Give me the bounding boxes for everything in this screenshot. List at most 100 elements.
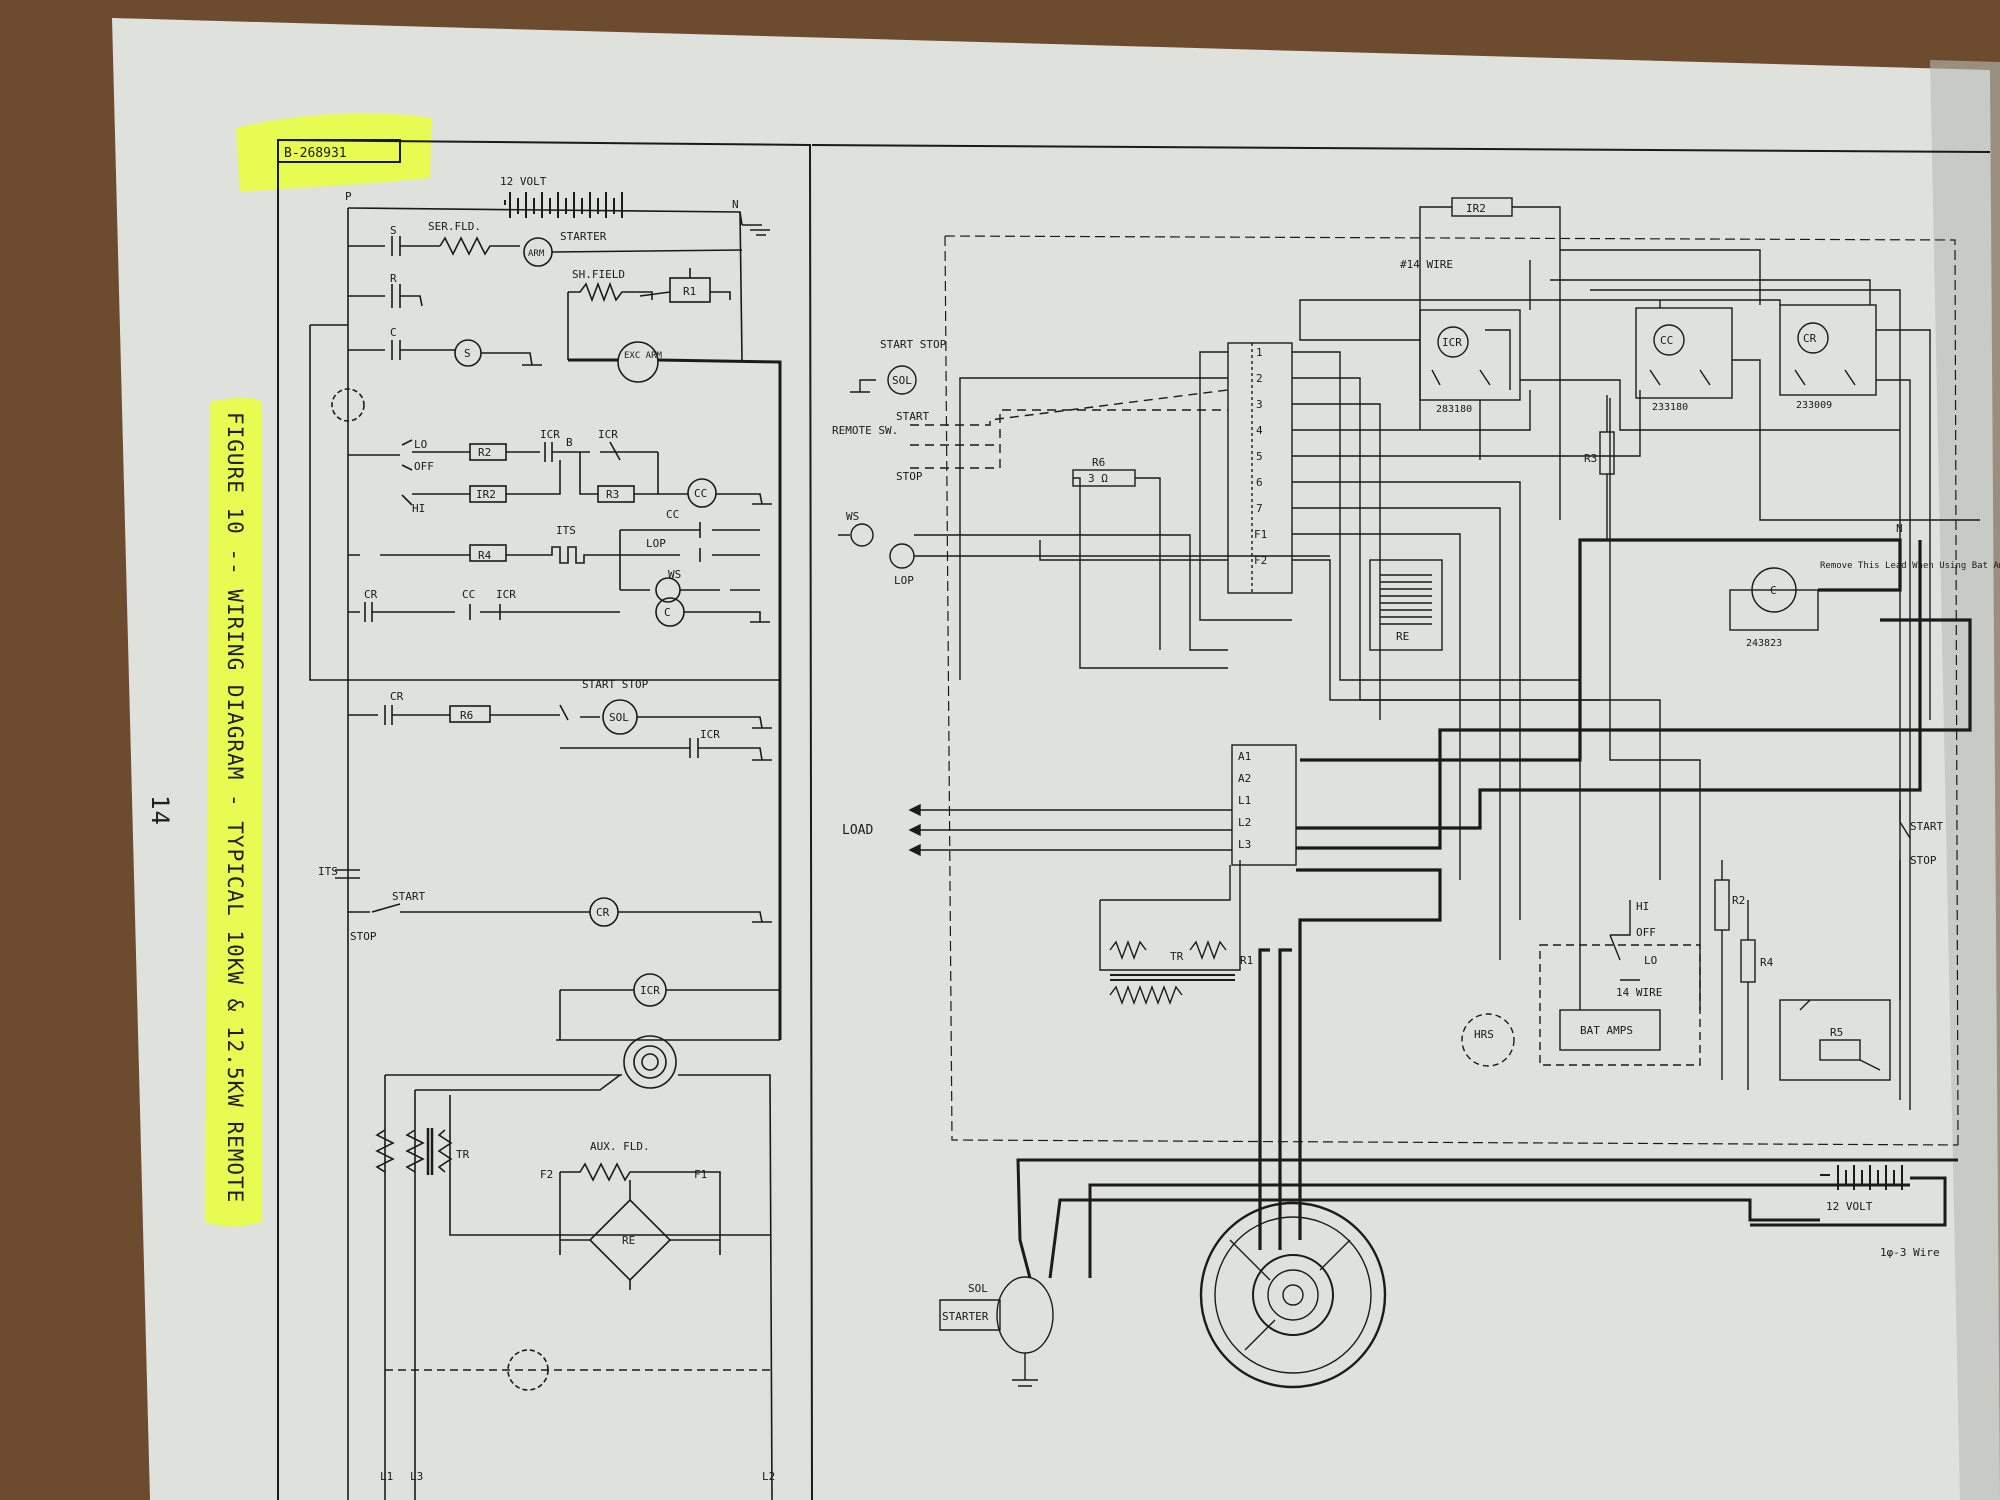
highlight-caption [205,397,262,1227]
sch-tr-label: TR [456,1148,470,1161]
sch-icr-label-2: ICR [598,428,618,441]
sch-cc-coil-label: CC [694,487,707,500]
sch-r3-label: R3 [606,488,619,501]
highlight-drawing-number [236,113,432,192]
wd-ws-label: WS [846,510,859,523]
schematic-diagram [309,192,782,1500]
wd-stop-right-label: STOP [1910,854,1937,867]
drawing-number: B-268931 [284,146,347,161]
sch-n-label: N [732,198,739,211]
wd-terminal: 2 [1256,372,1263,385]
wd-c-label: C [1770,584,1777,597]
sch-l3-label: L3 [410,1470,423,1483]
wd-part-icr: 283180 [1436,404,1472,415]
wd-cc-label: CC [1660,334,1673,347]
sch-start-label: START [392,890,425,903]
wd-off-label: OFF [1636,926,1656,939]
sch-lo-label: LO [414,438,427,451]
sch-hi-label: HI [412,502,425,515]
wd-icr-label: ICR [1442,336,1462,349]
wiring-labels: IR2 #14 WIRE START STOP SOL REMOTE SW. S… [832,202,2000,1323]
wd-r3-label: R3 [1584,452,1597,465]
wd-part-cc: 233180 [1652,402,1688,413]
sch-c-coil-label: C [664,606,671,619]
sch-icr-lower-label: ICR [700,728,720,741]
sch-battery-label: 12 VOLT [500,175,547,188]
wd-terminal: 6 [1256,476,1263,489]
wd-lop-label: LOP [894,574,914,587]
sch-stop-label: STOP [350,930,377,943]
wd-stop-label: STOP [896,470,923,483]
sch-b-label: B [566,436,573,449]
sch-cr-contact-label: CR [390,690,404,703]
sch-l1-label: L1 [380,1470,393,1483]
sch-l2-label: L2 [762,1470,775,1483]
wd-r6-label: R6 [1092,456,1105,469]
paper-sheet [112,18,2000,1500]
sch-ir2-label: IR2 [476,488,496,501]
sch-starter-label: STARTER [560,230,607,243]
wd-part-c: 243823 [1746,638,1782,649]
wd-sol-starter-label: SOL [968,1282,988,1295]
sch-f1-label: F1 [694,1168,707,1181]
wd-terminal: 5 [1256,450,1263,463]
sch-r6-label: R6 [460,709,473,722]
wd-cr-label: CR [1803,332,1817,345]
sch-off-label: OFF [414,460,434,473]
paper-shadow [1930,60,2000,1500]
sch-lop-label: LOP [646,537,666,550]
wd-start-right-label: START [1910,820,1943,833]
wd-load-terminal: A2 [1238,772,1251,785]
wd-r2-label: R2 [1732,894,1745,907]
wd-remote-sw-label: REMOTE SW. [832,424,898,437]
sch-cr-coil-label: CR [596,906,610,919]
wd-start-label: START [896,410,929,423]
sch-icr-nc-label: ICR [496,588,516,601]
wd-wire-note: 1φ-3 Wire [1880,1246,1940,1259]
sch-ser-fld-label: SER.FLD. [428,220,481,233]
wd-n-label: N [1896,522,1903,535]
sch-cc-nc-label: CC [462,588,475,601]
wd-r1-label: R1 [1240,954,1253,967]
sch-r1-label: R1 [683,285,696,298]
wd-ir2-label: IR2 [1466,202,1486,215]
wd-tr-label: TR [1170,950,1184,963]
sch-icr-coil-label: ICR [640,984,660,997]
wd-bat-amps-label: BAT AMPS [1580,1024,1633,1037]
wd-14-wire-top-label: #14 WIRE [1400,258,1453,271]
wd-start-stop-label: START STOP [880,338,947,351]
wd-terminal: F1 [1254,528,1267,541]
wd-load-terminal-board: A1 A2 L1 L2 L3 [1238,750,1251,851]
wd-sol-label: SOL [892,374,912,387]
frames [277,139,1991,1500]
schematic-labels: 12 VOLT P N S SER.FLD. STARTER ARM R SH.… [318,175,775,1483]
wd-starter-label: STARTER [942,1310,989,1323]
wd-terminal: 4 [1256,424,1263,437]
wd-load-label: LOAD [842,823,873,838]
sch-sol-label: SOL [609,711,629,724]
wd-re-label: RE [1396,630,1409,643]
sch-aux-fld-label: AUX. FLD. [590,1140,650,1153]
wd-hrs-label: HRS [1474,1028,1494,1041]
wd-part-cr: 233009 [1796,400,1832,411]
sch-its-lower-label: ITS [318,865,338,878]
sch-cc-contact-label: CC [666,508,679,521]
wd-battery-label: 12 VOLT [1826,1200,1873,1213]
sch-its-label: ITS [556,524,576,537]
wd-load-terminal: L1 [1238,794,1251,807]
wd-14-wire-bottom-label: 14 WIRE [1616,986,1662,999]
figure-caption: FIGURE 10 -- WIRING DIAGRAM - TYPICAL 10… [223,412,247,1203]
sch-s-coil-label: S [464,347,471,360]
sch-exc-arm-label: EXC ARM [624,351,663,361]
wd-r6-value: 3 Ω [1088,472,1108,485]
wd-r5-label: R5 [1830,1026,1843,1039]
sch-r-label: R [390,272,397,285]
sch-re-label: RE [622,1234,635,1247]
wd-terminal: F2 [1254,554,1267,567]
sch-p-label: P [345,190,352,203]
wd-terminal: 3 [1256,398,1263,411]
sch-arm-label: ARM [528,249,545,259]
sch-c-label: C [390,326,397,339]
